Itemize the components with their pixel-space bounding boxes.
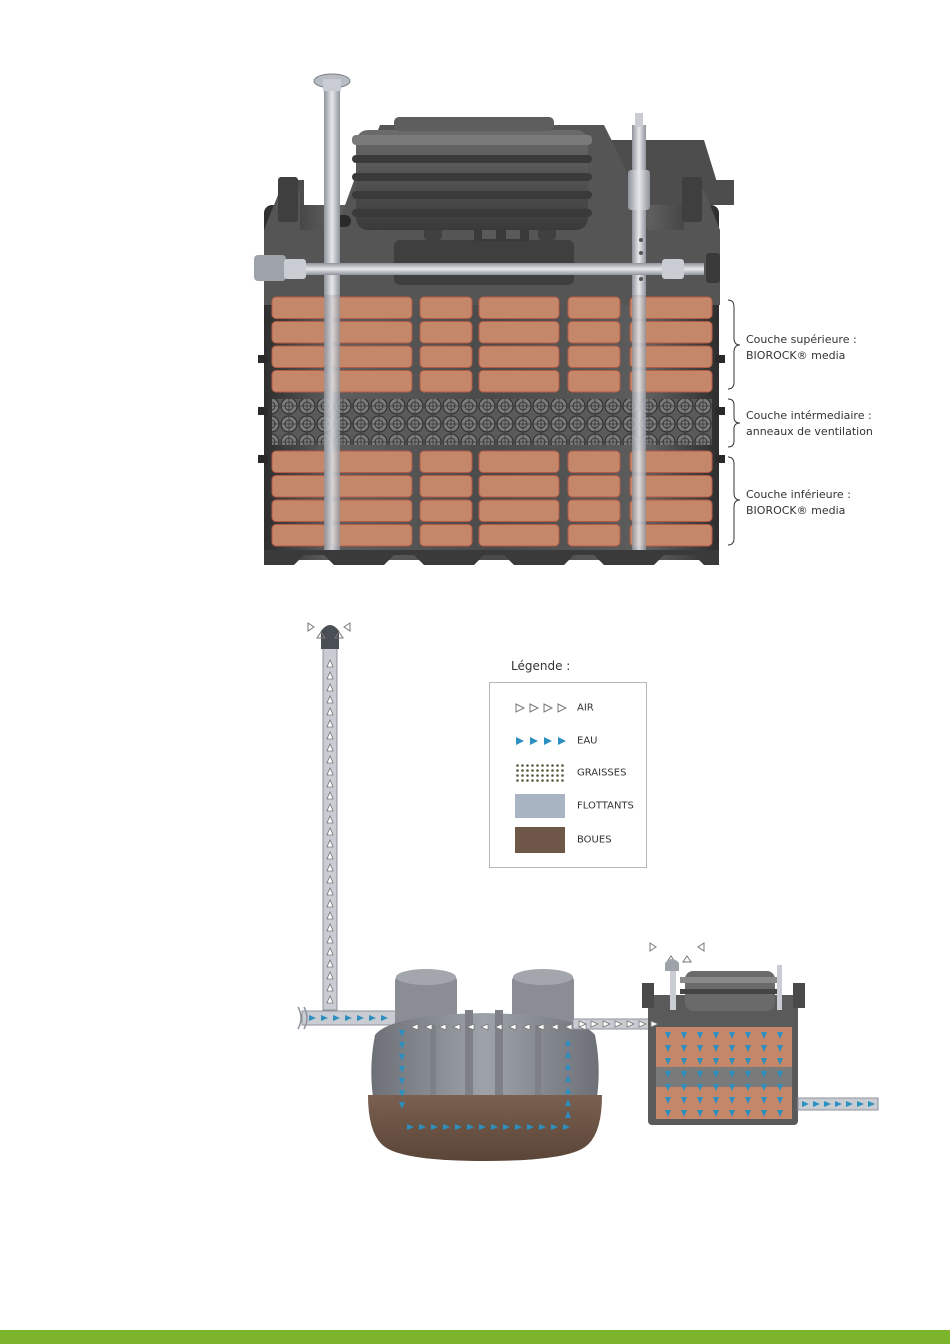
media-block [420,297,472,319]
media-block [272,297,326,319]
media-block [272,346,326,368]
media-block [332,451,412,473]
media-block [332,525,412,547]
media-block [479,346,559,368]
media-block [272,476,326,498]
media-block [420,451,472,473]
media-block [420,346,472,368]
media-block [568,476,620,498]
label-middle-line1: Couche intérmediaire : [746,408,873,424]
media-block [479,371,559,393]
media-block [568,371,620,393]
label-lower-line1: Couche inférieure : [746,487,851,503]
label-middle-line2: anneaux de ventilation [746,424,873,440]
vent-stack [308,623,385,1025]
media-block [479,525,559,547]
media-block [479,297,559,319]
label-upper-layer: Couche supérieure : BIOROCK® media [746,332,857,364]
media-block [420,371,472,393]
media-block [332,322,412,344]
brace-middle [728,399,740,447]
media-block [568,500,620,522]
media-block [568,346,620,368]
media-block [479,322,559,344]
biorock-top-air [650,943,704,962]
label-middle-layer: Couche intérmediaire : anneaux de ventil… [746,408,873,440]
vent-pipe-right-lower [632,295,646,550]
vent-pipe-left-lower [324,295,340,550]
media-block [332,476,412,498]
media-block [272,500,326,522]
tank-dome-lid [352,117,592,230]
brace-upper [728,300,740,389]
label-upper-line1: Couche supérieure : [746,332,857,348]
label-lower-line2: BIOROCK® media [746,503,851,519]
media-block [420,476,472,498]
media-block [272,451,326,473]
media-block [479,451,559,473]
brace-lower [728,457,740,545]
media-block [420,322,472,344]
septic-tank [368,969,602,1161]
media-block [420,525,472,547]
system-flow-diagram [290,615,890,1170]
label-upper-line2: BIOROCK® media [746,348,857,364]
media-block [479,500,559,522]
media-block [272,371,326,393]
media-block [332,297,412,319]
media-block [568,451,620,473]
media-block [568,322,620,344]
media-block [272,525,326,547]
media-block [479,476,559,498]
media-block [332,371,412,393]
media-block [332,346,412,368]
media-block [272,322,326,344]
footer-bar [0,1330,950,1344]
label-lower-layer: Couche inférieure : BIOROCK® media [746,487,851,519]
media-block [332,500,412,522]
media-block [420,500,472,522]
media-block [568,297,620,319]
media-block [568,525,620,547]
